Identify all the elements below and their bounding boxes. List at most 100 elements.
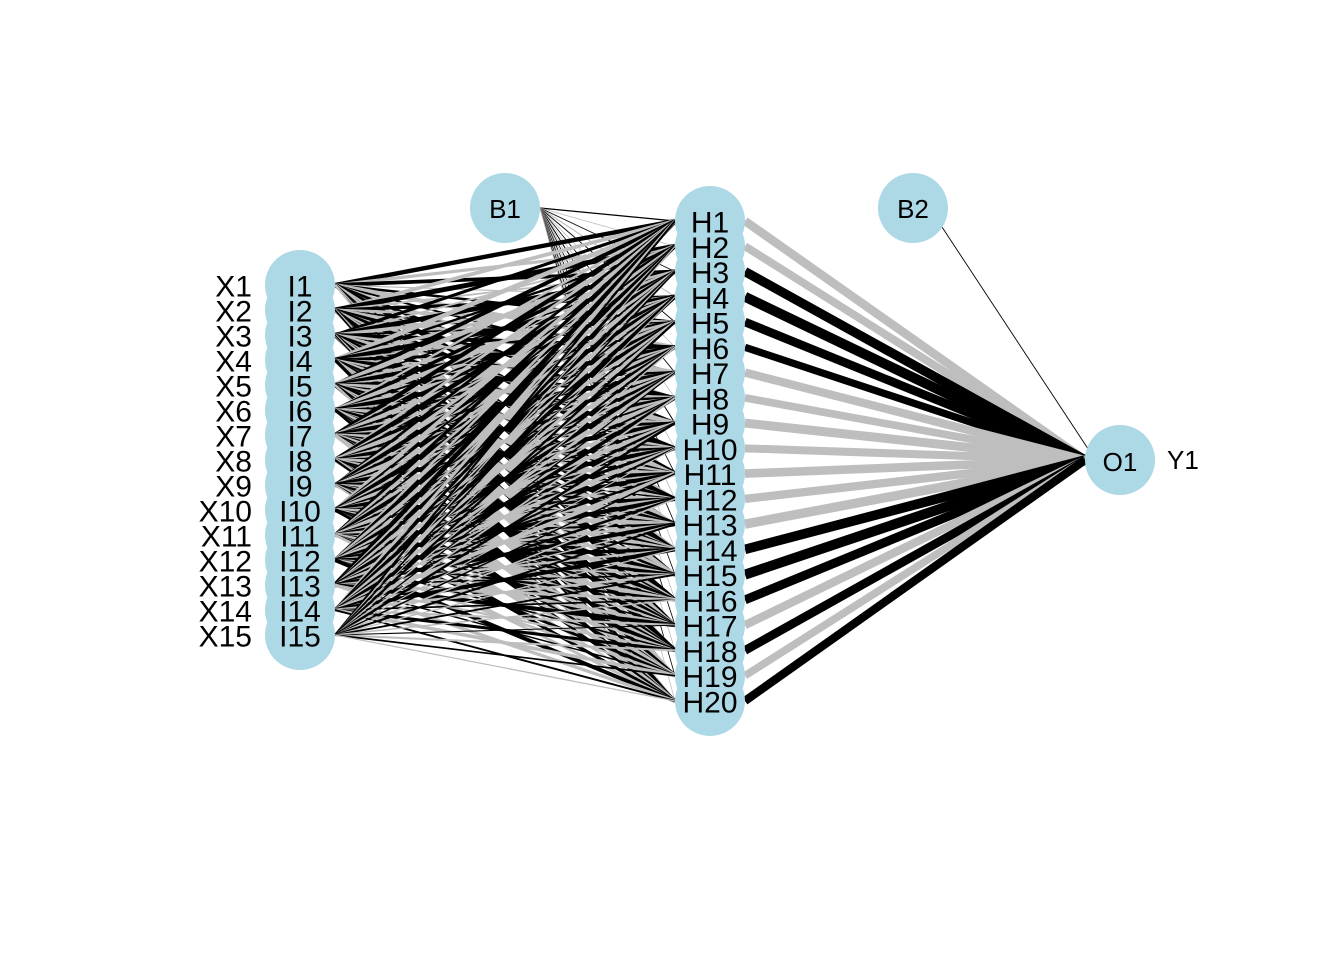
input-variable-label: X3	[215, 321, 252, 354]
hidden-node-label: H12	[682, 484, 737, 517]
input-node-label: I4	[287, 346, 312, 379]
hidden-node-label: H5	[691, 308, 729, 341]
input-node-label: I11	[280, 521, 319, 554]
edge-h7-o1	[743, 368, 1087, 465]
edge-b2-o1	[940, 225, 1089, 450]
edge-i15-h5	[334, 321, 676, 636]
hidden-node-label: H17	[682, 611, 737, 644]
nodes	[265, 173, 1155, 736]
hidden-node-label: H6	[691, 333, 729, 366]
edge-i15-h20	[334, 634, 676, 702]
edge-i1-h1	[334, 218, 676, 288]
input-variable-label: X2	[215, 296, 252, 329]
edge-i11-h1	[333, 219, 677, 537]
edge-i15-h2	[334, 245, 676, 636]
edge-i13-h1	[333, 219, 677, 587]
labels: I1I2I3I4I5I6I7I8I9I10I11I12I13I14I15X1X2…	[199, 194, 1199, 719]
edge-i8-h1	[334, 219, 676, 462]
input-variable-label: X12	[199, 546, 252, 579]
input-variable-label: X4	[215, 346, 252, 379]
edge-i14-h1	[333, 219, 677, 612]
input-node-label: I1	[287, 271, 312, 304]
bias-node-b1	[470, 173, 540, 243]
edge-h11-o1	[744, 455, 1086, 478]
edge-i15-h14	[334, 548, 676, 636]
edge-i15-h6	[334, 346, 676, 636]
input-node-circle	[265, 600, 335, 670]
edge-i12-h1	[334, 220, 676, 561]
bias-node-label: B1	[489, 194, 521, 224]
hidden-node-label: H7	[691, 358, 729, 391]
hidden-node-label: H3	[691, 257, 729, 290]
edge-i10-h1	[333, 219, 677, 512]
input-node-label: I5	[287, 371, 312, 404]
input-node-label: I2	[287, 296, 312, 329]
edge-h5-o1	[743, 318, 1087, 465]
hidden-node-label: H15	[682, 560, 737, 593]
hidden-node-label: H4	[691, 282, 729, 315]
hidden-node-label: H13	[682, 510, 737, 543]
bias-node-label: B2	[897, 194, 929, 224]
edge-i15-h11	[334, 472, 676, 636]
hidden-node-label: H14	[682, 535, 737, 568]
input-variable-label: X6	[215, 396, 252, 429]
edge-i2-h1	[334, 219, 676, 312]
hidden-node-label: H20	[682, 686, 737, 719]
edge-i15-h9	[334, 422, 676, 637]
hidden-node-label: H8	[691, 383, 729, 416]
edge-h20-o1	[742, 456, 1088, 705]
input-node-label: I8	[287, 446, 312, 479]
input-variable-label: X9	[215, 471, 252, 504]
input-variable-label: X13	[199, 571, 252, 604]
input-node-label: I13	[279, 571, 321, 604]
edge-i7-h1	[333, 219, 677, 437]
edge-i15-h16	[334, 599, 676, 636]
hidden-node-label: H2	[691, 232, 729, 265]
edge-i15-h19	[334, 634, 676, 677]
edge-i5-h1	[334, 219, 676, 387]
edge-i15-h15	[334, 573, 676, 636]
output-node-label: O1	[1103, 447, 1138, 477]
output-node-circle	[1085, 425, 1155, 495]
edge-i15-h4	[334, 296, 676, 636]
hidden-node-label: H9	[691, 409, 729, 442]
input-variable-label: X1	[215, 271, 252, 304]
input-variable-label: X7	[215, 421, 252, 454]
edge-i15-h7	[334, 372, 676, 636]
edge-h9-o1	[744, 418, 1086, 465]
input-node-label: I9	[287, 471, 312, 504]
edge-i15-h18	[334, 633, 676, 652]
edge-i6-h1	[334, 219, 676, 412]
edges	[333, 207, 1089, 705]
edge-b1-h1	[539, 207, 676, 222]
input-variable-label: X8	[215, 446, 252, 479]
input-node-label: I12	[279, 546, 321, 579]
input-node-label: I7	[287, 421, 312, 454]
input-variable-label: X11	[201, 521, 252, 554]
edge-i15-h8	[334, 397, 676, 636]
hidden-node-label: H16	[682, 585, 737, 618]
edge-i15-h17	[334, 624, 676, 636]
edge-i15-h10	[334, 447, 676, 636]
edge-i15-h12	[334, 498, 676, 636]
edge-i15-h3	[334, 270, 676, 636]
input-node-label: I3	[287, 321, 312, 354]
input-node-label: I6	[287, 396, 312, 429]
hidden-node-label: H1	[691, 207, 729, 240]
edge-i15-h13	[334, 523, 676, 636]
edge-i9-h1	[334, 219, 676, 487]
edge-i15-h1	[334, 220, 676, 636]
hidden-node-label: H11	[684, 459, 737, 492]
bias-node-b2	[878, 173, 948, 243]
input-variable-label: X10	[199, 496, 252, 529]
hidden-node-label: H10	[682, 434, 737, 467]
edge-i4-h1	[334, 218, 676, 363]
input-variable-label: X14	[199, 596, 252, 629]
hidden-node-label: H19	[682, 661, 737, 694]
input-node-label: I10	[279, 496, 321, 529]
edge-i3-h1	[334, 219, 676, 337]
input-node-label: I15	[279, 621, 321, 654]
output-variable-label: Y1	[1167, 445, 1199, 475]
hidden-node-label: H18	[682, 636, 737, 669]
